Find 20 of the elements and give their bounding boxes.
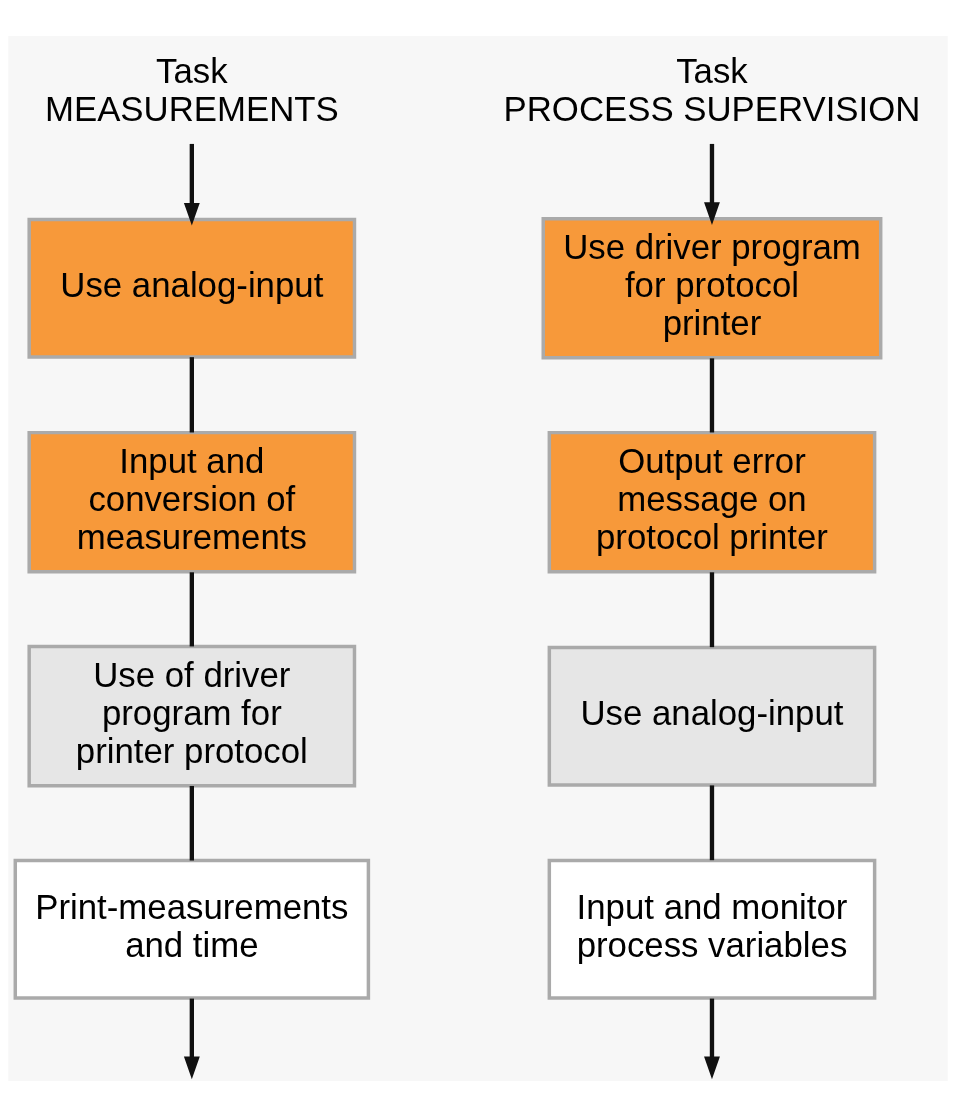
arrow bbox=[704, 143, 720, 225]
node-box: Use analog-input bbox=[27, 217, 357, 359]
arrow bbox=[183, 143, 200, 226]
connector bbox=[189, 357, 194, 433]
arrow bbox=[183, 998, 200, 1080]
node-box: Input and monitor process variables bbox=[547, 858, 877, 1000]
node-box: Use analog-input bbox=[547, 645, 877, 787]
node-text: Task MEASUREMENTS bbox=[44, 51, 339, 129]
node-text: Task PROCESS SUPERVISION bbox=[503, 51, 921, 129]
node-box: Print-measurements and time bbox=[13, 858, 371, 1000]
connector bbox=[709, 785, 715, 861]
connector bbox=[189, 785, 194, 861]
connector bbox=[189, 572, 194, 647]
node-box: Use driver program for protocol printer bbox=[541, 216, 883, 360]
connector bbox=[709, 572, 715, 648]
node-box: Use of driver program for printer protocol bbox=[27, 644, 357, 788]
arrow bbox=[704, 998, 720, 1080]
connector bbox=[709, 358, 715, 433]
node-box: Output error message on protocol printer bbox=[547, 430, 877, 574]
node-box: Input and conversion of measurements bbox=[27, 430, 357, 574]
